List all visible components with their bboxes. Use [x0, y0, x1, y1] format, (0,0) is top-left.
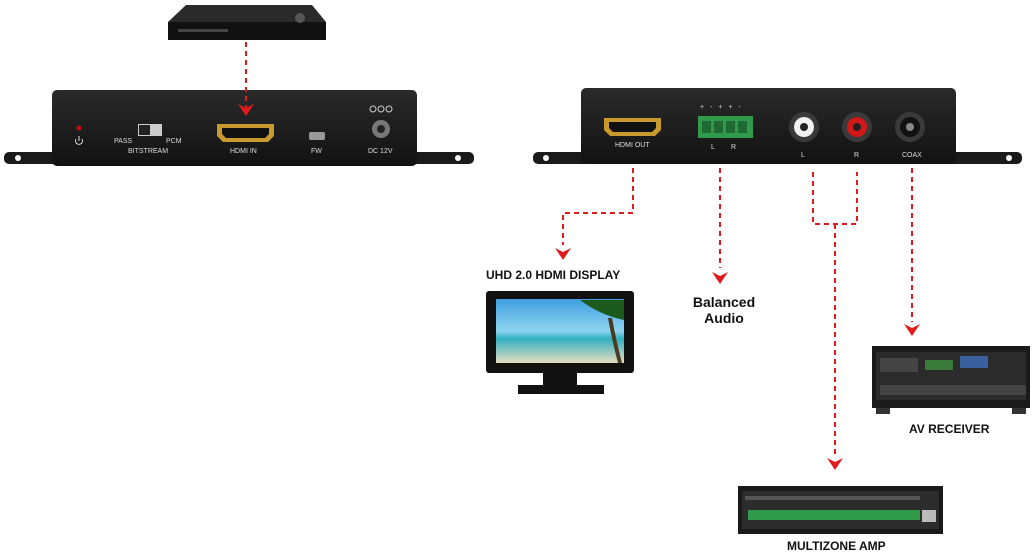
- coax-label: COAX: [902, 152, 922, 159]
- bitstream-pcm-label: PCM: [166, 138, 182, 145]
- rca-r-label: R: [854, 152, 860, 159]
- hdmi-out-label: HDMI OUT: [615, 142, 650, 149]
- multizone-amp-label: MULTIZONE AMP: [787, 539, 886, 553]
- fw-label: FW: [311, 148, 322, 155]
- balanced-audio-line2: Audio: [704, 310, 744, 326]
- balanced-audio-label: Balanced Audio: [689, 294, 759, 326]
- dc-jack-icon: [372, 120, 390, 138]
- hdmi-port-icon: [217, 124, 274, 142]
- bluray-player-icon: [168, 5, 326, 40]
- bitstream-pass-label: PASS: [114, 138, 133, 145]
- hdmi-out-port-icon: [604, 118, 661, 136]
- terminal-r-label: R: [731, 144, 737, 151]
- power-icon: [75, 136, 83, 145]
- connection-lines: [245, 42, 913, 455]
- hdmi-in-label: HDMI IN: [230, 148, 257, 155]
- terminal-l-label: L: [711, 144, 715, 151]
- av-receiver-icon: [872, 346, 1030, 414]
- dc-polarity-symbol: [369, 105, 393, 113]
- terminal-signs-label: + - + + -: [700, 104, 743, 111]
- display-label: UHD 2.0 HDMI DISPLAY: [486, 268, 621, 282]
- led-indicator: [76, 125, 82, 131]
- right-device: [533, 88, 1022, 164]
- rca-jack-icon: [789, 112, 925, 142]
- terminal-block-icon: [698, 116, 753, 138]
- usb-port-icon: [309, 132, 325, 140]
- dc-label: DC 12V: [368, 148, 393, 155]
- av-receiver-label: AV RECEIVER: [909, 422, 990, 436]
- multizone-amp-icon: [738, 486, 943, 534]
- balanced-audio-line1: Balanced: [692, 294, 756, 310]
- monitor-icon: [486, 291, 634, 394]
- rca-l-label: L: [801, 152, 805, 159]
- bitstream-label: BITSTREAM: [128, 148, 169, 155]
